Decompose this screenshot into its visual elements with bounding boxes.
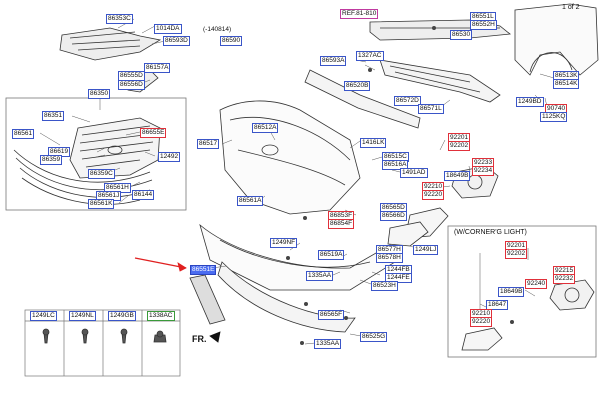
energy-absorber-shape [379,59,501,103]
part-label-86350[interactable]: 86350 [88,89,111,99]
fastener-header-1249lc[interactable]: 1249LC [30,311,57,321]
front-direction-arrow [209,331,221,343]
lower-beam-shape [304,69,421,129]
skid-plate-shape [217,261,356,333]
part-label-86593a[interactable]: 86593A [320,56,347,66]
page-indicator: 1 of 2 [562,4,580,11]
grille-shape [69,117,161,179]
part-label-86571l[interactable]: 86571L [418,104,444,114]
part-label-1335aa[interactable]: 1335AA [306,271,334,281]
part-label-1249nf[interactable]: 1249NF [270,238,298,248]
ref-label-81-810[interactable]: REF.81-810 [340,9,379,19]
part-label-86565f[interactable]: 86565F [318,310,345,320]
part-label-1014da[interactable]: 1014DA [154,24,182,34]
part-label-86157a[interactable]: 86157A [144,63,171,73]
part-label-86578h[interactable]: 86578H [376,253,403,263]
front-direction-label: FR. [192,334,207,344]
part-label-86359[interactable]: 86359 [40,155,63,165]
part-label-86351[interactable]: 86351 [42,111,65,121]
part-label-18649b[interactable]: 18649B [444,171,471,181]
part-label-1249lj[interactable]: 1249LJ [413,245,439,255]
part-label-92234[interactable]: 92234 [472,166,495,176]
part-label-86523h[interactable]: 86523H [371,281,398,291]
part-label-1491ad[interactable]: 1491AD [400,168,428,178]
part-label-86655e[interactable]: 86655E [140,128,167,138]
part-label-86566d[interactable]: 86566D [380,211,407,221]
grille-moldings [13,149,153,205]
corner-label-18649b[interactable]: 18649B [498,287,525,297]
engine-cover-shape [59,27,162,61]
corner-label-92240[interactable]: 92240 [525,279,548,289]
part-label-86530[interactable]: 86530 [450,30,473,40]
fastener-header-1338ac[interactable]: 1338AC [147,311,175,321]
part-label-86516a[interactable]: 86516A [382,160,409,170]
part-label-86144[interactable]: 86144 [132,190,155,200]
part-label-1327ac[interactable]: 1327AC [356,51,384,61]
part-label-1416lk[interactable]: 1416LK [360,138,387,148]
part-label-12492[interactable]: 12492 [158,152,181,162]
part-label-92202[interactable]: 92202 [448,141,471,151]
part-label-86514k[interactable]: 86514K [553,79,580,89]
part-label-86572d[interactable]: 86572D [394,96,421,106]
pointer-arrow [134,257,187,272]
part-label-86590[interactable]: 86590 [220,36,243,46]
fastener-header-1249gb[interactable]: 1249GB [108,311,136,321]
part-label-86561[interactable]: 86561 [12,129,35,139]
part-label-86517[interactable]: 86517 [197,139,220,149]
part-label-86359c[interactable]: 86359C [88,169,115,179]
part-label-86551e-highlighted[interactable]: 86551E [190,265,217,275]
cornering-light-caption: (W/CORNER'G LIGHT) [454,229,527,236]
corner-label-92202[interactable]: 92202 [505,249,528,259]
part-label-86520b[interactable]: 86520B [344,81,371,91]
fastener-table-grid [24,309,181,377]
fastener-icons [42,328,167,344]
fastener-header-1249nl[interactable]: 1249NL [69,311,96,321]
part-label-86353c[interactable]: 86353C [106,14,133,24]
corner-label-92220[interactable]: 92220 [470,317,493,327]
part-label-92220[interactable]: 92220 [422,190,445,200]
part-label-1125kq[interactable]: 1125KQ [540,112,568,122]
under-cover-strip [189,274,226,325]
part-label-86556d[interactable]: 86556D [118,80,145,90]
fender-shape [514,3,599,76]
part-label-86519a[interactable]: 86519A [318,250,345,260]
part-label-86552h[interactable]: 86552H [470,20,497,30]
part-label-1335aa-lower[interactable]: 1335AA [314,339,342,349]
date-code: (-140814) [203,26,232,33]
corner-label-92232[interactable]: 92232 [553,274,576,284]
cornering-lamp-shape [461,279,595,351]
part-label-1244fe[interactable]: 1244FE [385,273,412,283]
cornering-light-frame [447,225,597,358]
part-label-86561k[interactable]: 86561K [88,199,115,209]
part-label-86525g[interactable]: 86525G [360,332,388,342]
part-label-86512a[interactable]: 86512A [252,123,279,133]
fog-bezel-shape [387,207,449,247]
part-label-86854f[interactable]: 86854F [328,219,355,229]
part-label-86561a[interactable]: 86561A [237,196,264,206]
corner-label-18647[interactable]: 18647 [486,300,509,310]
lower-bumper-shape [199,223,396,291]
part-label-86593d[interactable]: 86593D [163,36,190,46]
part-label-1249bd[interactable]: 1249BD [516,97,544,107]
